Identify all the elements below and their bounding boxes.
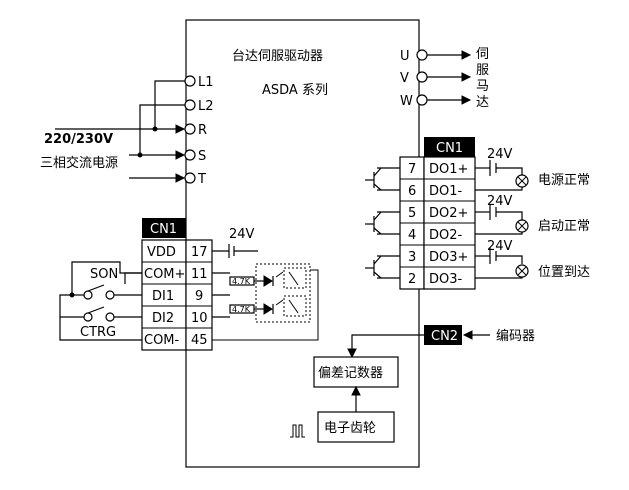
cn1-output-header-label: CN1 <box>436 141 463 156</box>
cn1-input-header <box>142 218 186 238</box>
deviation-counter-block <box>313 356 399 388</box>
output-load-1: 24V 电源正常 <box>475 147 590 191</box>
cn1-input-pin-11: 11 <box>191 267 208 282</box>
drive-title: 台达伺服驱动器 <box>232 49 323 64</box>
output-supply-3: 24V <box>487 239 513 254</box>
terminal-t <box>184 172 196 184</box>
motor-label-2: 服 <box>476 63 489 78</box>
ctrg-label: CTRG <box>80 325 116 340</box>
cn1-input-pin-45: 45 <box>191 333 208 348</box>
cn1-input-name-vdd: VDD <box>147 245 176 260</box>
power-label: 三相交流电源 <box>40 155 118 171</box>
cn1-output-name-do3n: DO3- <box>429 272 463 287</box>
output-transistors <box>365 167 400 279</box>
cn1-input-name-column <box>141 239 187 351</box>
motor-label-4: 达 <box>476 95 489 110</box>
cn1-output-name-do2p: DO2+ <box>429 206 468 221</box>
terminal-label-r: R <box>198 123 207 138</box>
input-supply: 24V <box>212 227 258 258</box>
input-optocouplers: 4.7K 4.7K <box>212 263 319 341</box>
terminal-label-v: V <box>400 71 409 86</box>
terminal-label-t: T <box>197 172 206 187</box>
output-load-2: 24V 启动正常 <box>475 194 590 235</box>
cn1-output-pin-3: 3 <box>408 250 416 265</box>
terminal-label-l1: L1 <box>198 75 214 90</box>
resistor-label-2: 4.7K <box>232 305 251 314</box>
pulse-input-icon <box>290 424 305 438</box>
output-supply-2: 24V <box>487 194 513 209</box>
cn1-output-name-do3p: DO3+ <box>429 250 468 265</box>
motor-terminals: U V W <box>400 49 472 109</box>
cn1-input-pin-17: 17 <box>191 245 208 260</box>
terminal-l1 <box>184 75 196 87</box>
terminal-l2 <box>184 99 196 111</box>
terminal-label-l2: L2 <box>198 99 214 114</box>
output-load-label-2: 启动正常 <box>538 219 590 234</box>
output-load-label-3: 位置到达 <box>538 265 590 280</box>
motor-label-3: 马 <box>476 79 489 94</box>
terminal-label-u: U <box>400 49 410 64</box>
encoder-label: 编码器 <box>496 329 535 344</box>
deviation-counter-label: 偏差记数器 <box>318 366 383 381</box>
power-terminals: L1 L2 R S T <box>184 75 214 187</box>
son-label: SON <box>90 267 118 282</box>
cn1-input-name-di1: DI1 <box>152 289 174 304</box>
cn1-output-header <box>424 137 475 157</box>
terminal-label-s: S <box>198 149 206 164</box>
electronic-gear-label: 电子齿轮 <box>324 421 376 436</box>
cn1-input-name-comn: COM- <box>144 333 180 348</box>
cn1-output-pin-6: 6 <box>408 184 416 199</box>
cn1-output-pin-2: 2 <box>408 272 416 287</box>
cn1-output-pin-4: 4 <box>408 228 416 243</box>
resistor-label-1: 4.7K <box>232 277 251 286</box>
motor-label: 伺 服 马 达 <box>476 47 489 110</box>
power-voltage: 220/230V <box>44 132 113 147</box>
input-switches: SON CTRG <box>59 261 142 341</box>
cn2-header-label: CN2 <box>431 329 458 344</box>
drive-body <box>185 19 420 468</box>
output-load-3: 24V 位置到达 <box>475 239 590 280</box>
cn1-input-pin-10: 10 <box>191 311 208 326</box>
cn1-input-connector: CN1 VDD COM+ DI1 DI2 COM- 17 11 9 10 45 <box>141 218 213 351</box>
cn1-output-pin-5: 5 <box>408 206 416 221</box>
output-load-label-1: 电源正常 <box>538 173 590 188</box>
cn1-input-name-comp: COM+ <box>144 267 185 282</box>
cn1-output-pin-7: 7 <box>408 162 416 177</box>
cn2-header <box>424 325 462 345</box>
terminal-v <box>416 71 428 83</box>
terminal-r <box>184 123 196 135</box>
terminal-s <box>184 149 196 161</box>
output-supply-1: 24V <box>487 147 513 162</box>
cn1-output-connector: CN1 7 6 5 4 3 2 DO1+ DO1- DO2+ DO2- DO3+… <box>399 137 476 290</box>
cn1-output-name-do1n: DO1- <box>429 184 463 199</box>
ctrg-switch-contact <box>83 312 93 322</box>
terminal-label-w: W <box>400 94 413 109</box>
motor-label-1: 伺 <box>476 47 489 62</box>
electronic-gear-block <box>317 411 395 443</box>
cn1-output-name-do2n: DO2- <box>429 228 463 243</box>
input-supply-label: 24V <box>229 227 255 242</box>
son-switch-contact <box>105 290 115 300</box>
son-switch-contact <box>83 290 93 300</box>
cn1-output-name-do1p: DO1+ <box>429 162 468 177</box>
cn1-input-name-di2: DI2 <box>152 311 174 326</box>
cn1-input-header-label: CN1 <box>150 222 177 237</box>
terminal-u <box>416 49 428 61</box>
cn1-input-pin-9: 9 <box>195 289 203 304</box>
drive-series: ASDA 系列 <box>262 83 328 98</box>
terminal-w <box>416 94 428 106</box>
ctrg-switch-contact <box>105 312 115 322</box>
cn2-connector: CN2 编码器 <box>347 325 535 359</box>
power-wiring <box>55 80 186 183</box>
